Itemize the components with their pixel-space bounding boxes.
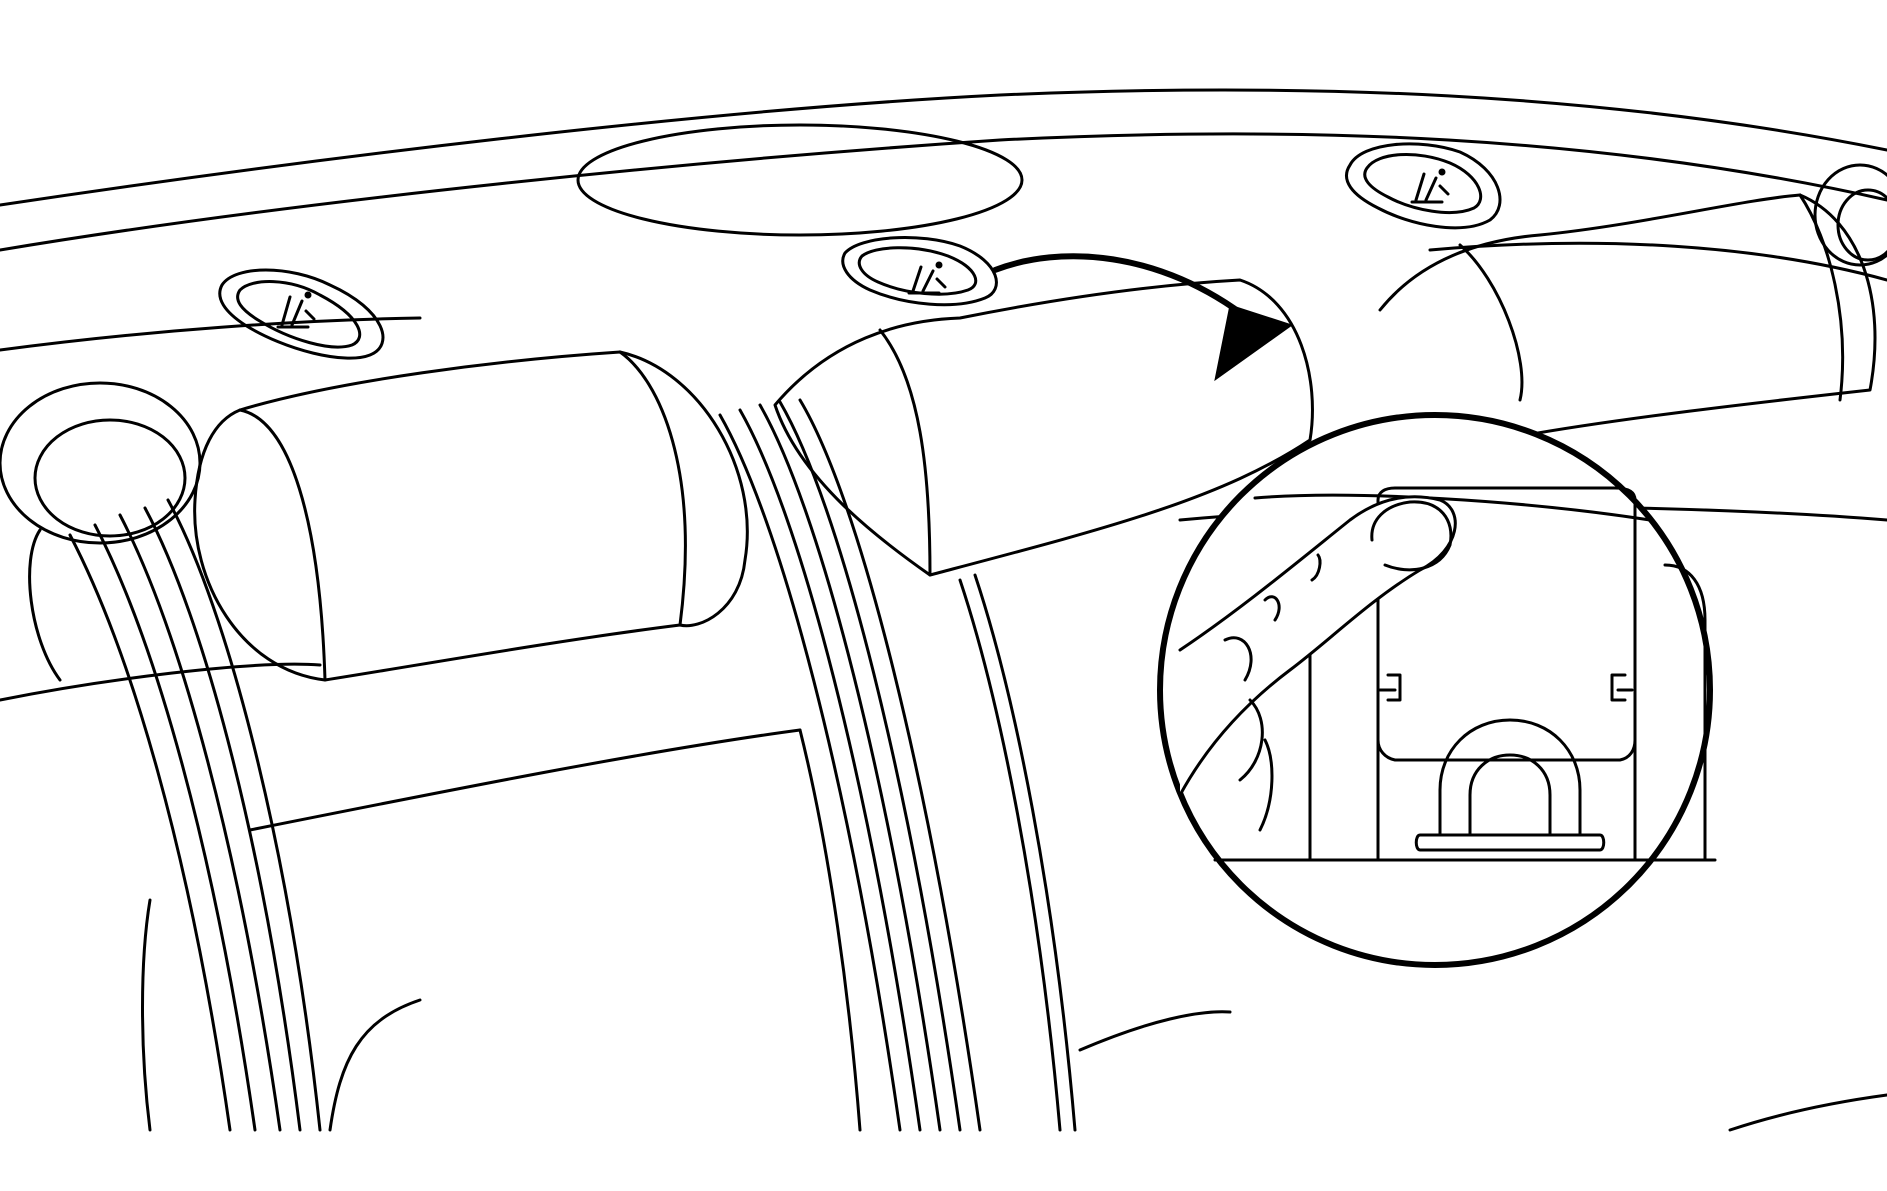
- left-seatbelt-strap: [68, 498, 322, 1132]
- center-seatbelt-strap: [718, 398, 982, 1132]
- finger: [1178, 495, 1457, 832]
- tether-cover-center: [841, 236, 998, 307]
- speaker-oval: [576, 123, 1024, 237]
- tether-anchor-loop-icon: [1414, 718, 1606, 852]
- center-headrest: [773, 278, 1314, 577]
- seatback-cushions: [0, 573, 1887, 1132]
- curved-arrow-icon: [992, 253, 1294, 382]
- child-seat-tether-symbol-icon: [907, 261, 947, 295]
- left-headrest: [193, 350, 749, 682]
- right-seatbelt-ring: [1813, 163, 1887, 267]
- tether-cover-left: [218, 268, 385, 360]
- right-headrest: [1378, 193, 1877, 442]
- child-seat-tether-symbol-icon: [1410, 168, 1450, 204]
- tether-cover-right: [1345, 142, 1502, 230]
- inset-detail: [1157, 412, 1717, 968]
- child-seat-tether-symbol-icon: [276, 291, 316, 329]
